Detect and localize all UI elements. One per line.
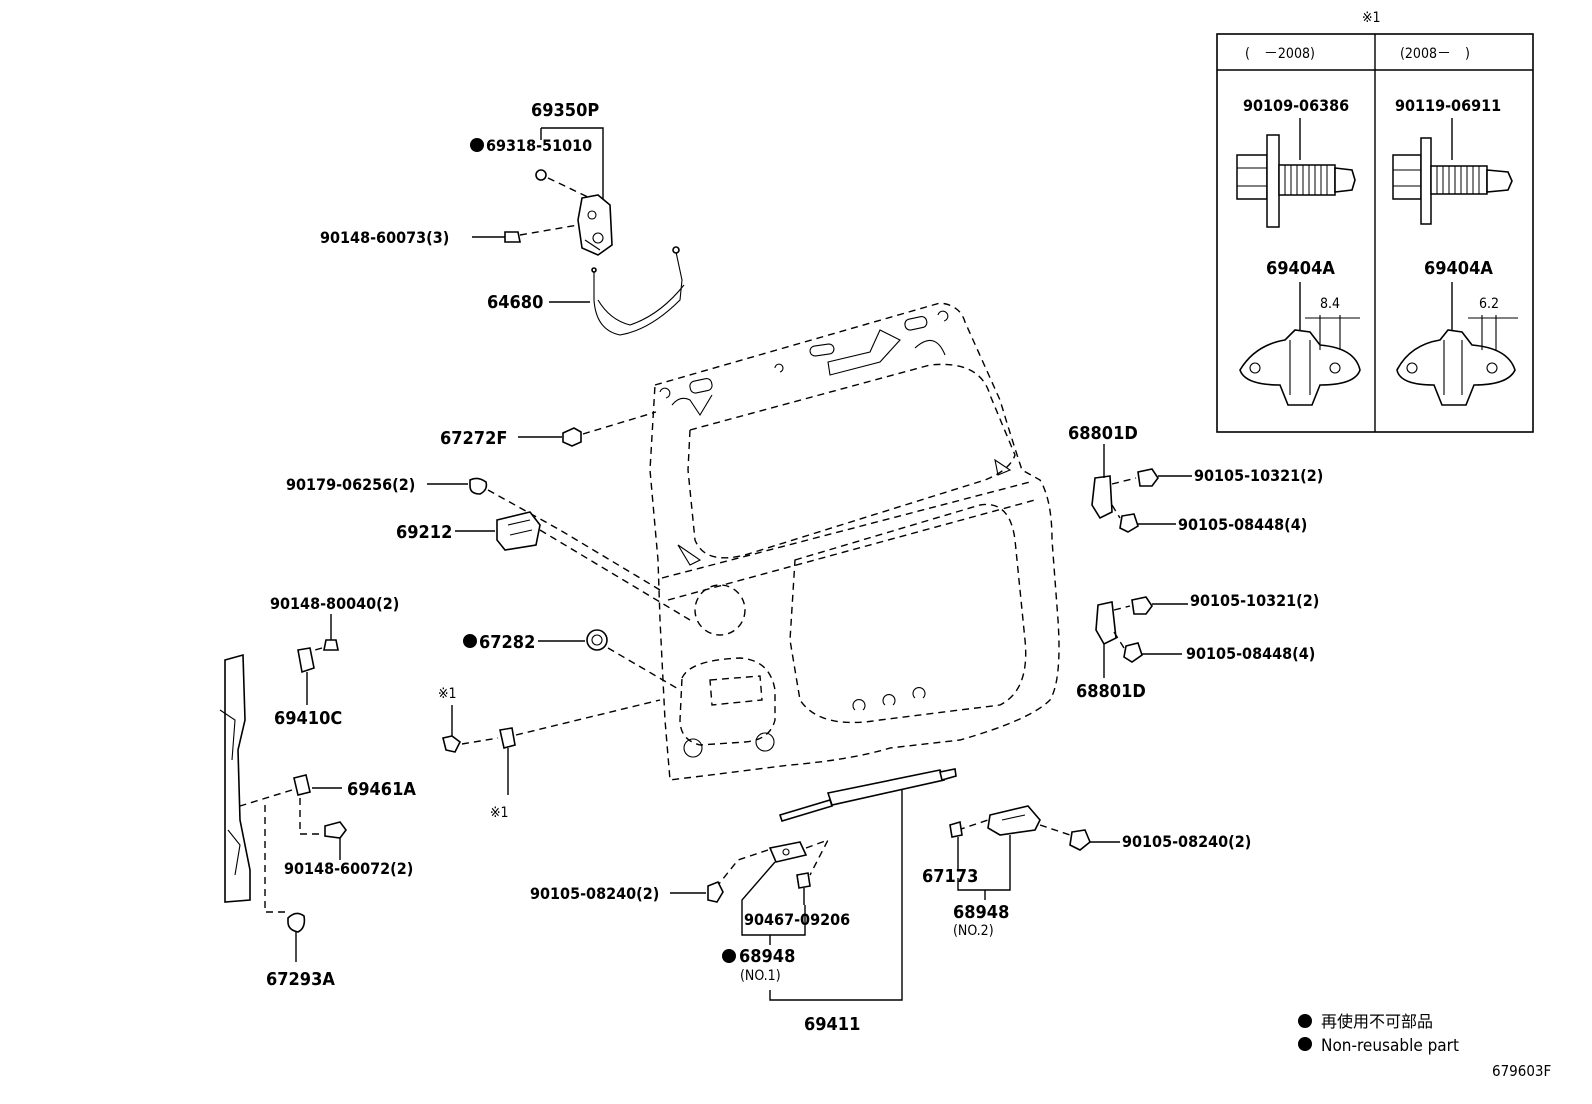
label-90105-10321-lower: 90105-10321(2): [1190, 591, 1319, 610]
label-ref1-upper: ※1: [438, 686, 457, 702]
inset-col2-header: (2008－ ): [1400, 46, 1470, 62]
label-90105-08240-left: 90105-08240(2): [530, 884, 659, 903]
label-68801D-lower: 68801D: [1076, 681, 1146, 702]
inset-col2-bolt-label: 90119-06911: [1395, 96, 1501, 115]
label-67173: 67173: [922, 866, 978, 887]
label-69410C: 69410C: [274, 708, 342, 729]
label-69350P: 69350P: [531, 100, 599, 121]
grommet-67272F: [518, 411, 657, 447]
part-67282: [463, 629, 681, 691]
non-reusable-mark: [470, 138, 484, 152]
label-68801D-upper: 68801D: [1068, 423, 1138, 444]
label-90148-80040: 90148-80040(2): [270, 594, 399, 613]
label-68948-no2: 68948: [953, 902, 1009, 923]
legend: 再使用不可部品 Non-reusable part 679603F: [1298, 1012, 1551, 1080]
label-68948-no2-sub: (NO.2): [953, 923, 994, 939]
inset-ref-label: ※1: [1362, 10, 1381, 26]
label-90105-08240-right: 90105-08240(2): [1122, 832, 1251, 851]
weatherstrip-left: [219, 653, 251, 903]
label-67272F: 67272F: [440, 428, 507, 449]
inset-col1-dim: 8.4: [1320, 296, 1340, 312]
label-ref1-lower: ※1: [490, 805, 509, 821]
label-90105-08448-lower: 90105-08448(4): [1186, 644, 1315, 663]
bolt-90109-06386: [1236, 118, 1356, 228]
label-90105-10321-upper: 90105-10321(2): [1194, 466, 1323, 485]
lock-69212: [455, 511, 691, 621]
doc-code: 679603F: [1492, 1062, 1551, 1080]
non-reusable-mark: [722, 949, 736, 963]
bolt-90119-06911: [1392, 118, 1513, 225]
back-door-panel: [649, 302, 1060, 781]
inset-col1-striker-label: 69404A: [1266, 258, 1335, 279]
striker-69461A: [239, 774, 347, 860]
legend-jp: 再使用不可部品: [1321, 1012, 1433, 1031]
damper-stay-69411: [670, 768, 957, 1001]
label-90148-60072: 90148-60072(2): [284, 859, 413, 878]
striker-69404A-col1: 8.4: [1239, 282, 1361, 406]
label-69461A: 69461A: [347, 779, 416, 800]
legend-en: Non-reusable part: [1321, 1036, 1459, 1056]
label-64680: 64680: [487, 292, 543, 313]
cable-64680: [549, 246, 685, 336]
inset-ref1: ※1 ( －2008) (2008－ ) 90109-06386 90119-0…: [1216, 10, 1534, 433]
bracket-68948-no2: [949, 805, 1120, 900]
callouts: 69350P 69318-51010 90148-60073(3) 64680 …: [266, 100, 1323, 1035]
label-90179-06256: 90179-06256(2): [286, 475, 415, 494]
hinge-68801D-upper: [1091, 444, 1192, 533]
label-90148-60073: 90148-60073(3): [320, 228, 449, 247]
inset-col2-dim: 6.2: [1479, 296, 1499, 312]
lock-assembly-69350P: [472, 127, 613, 256]
label-90467-09206: 90467-09206: [744, 910, 850, 929]
label-90105-08448-upper: 90105-08448(4): [1178, 515, 1307, 534]
legend-bullet: [1298, 1037, 1312, 1051]
label-69411: 69411: [804, 1014, 860, 1035]
striker-ref-1: [442, 699, 661, 795]
bumper-67293A: [264, 805, 306, 962]
inset-col1-header: ( －2008): [1245, 46, 1315, 62]
label-69212: 69212: [396, 522, 452, 543]
inset-col1-bolt-label: 90109-06386: [1243, 96, 1349, 115]
hinge-68801D-lower: [1095, 596, 1188, 678]
label-69318-51010: 69318-51010: [486, 136, 592, 155]
label-68948-no1-sub: (NO.1): [740, 968, 781, 984]
striker-69410C: [297, 614, 339, 705]
legend-bullet: [1298, 1014, 1312, 1028]
label-67293A: 67293A: [266, 969, 335, 990]
inset-col2-striker-label: 69404A: [1424, 258, 1493, 279]
striker-69404A-col2: 6.2: [1396, 282, 1518, 406]
non-reusable-mark: [463, 634, 477, 648]
label-67282: 67282: [479, 632, 535, 653]
label-68948-no1: 68948: [739, 946, 795, 967]
nut-90179: [427, 477, 661, 591]
